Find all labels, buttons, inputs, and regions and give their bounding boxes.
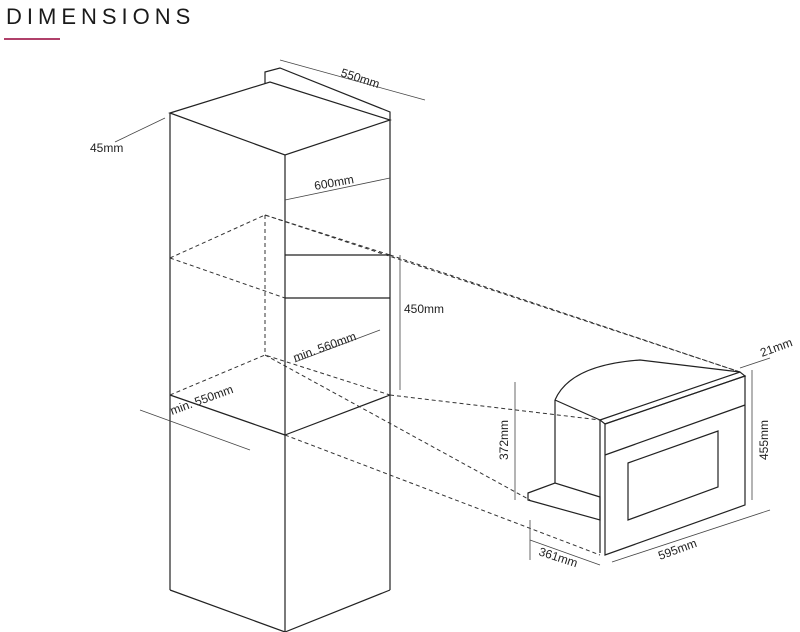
tall-cabinet (168, 67, 392, 632)
label-front-thickness: 21mm (758, 335, 794, 360)
oven-dimension-lines (514, 357, 771, 566)
label-oven-width: 595mm (656, 536, 698, 563)
oven (527, 359, 747, 556)
label-niche-width: min. 560mm (291, 329, 358, 365)
label-cabinet-width: 600mm (313, 172, 355, 193)
label-cabinet-depth: 550mm (339, 66, 381, 92)
label-niche-depth: min. 550mm (168, 382, 235, 418)
cabinet-dimension-lines (114, 59, 426, 451)
label-oven-height: 455mm (757, 420, 771, 460)
label-oven-body-depth: 361mm (537, 545, 579, 571)
niche-dashed-lines (169, 214, 741, 556)
page-title: DIMENSIONS (6, 4, 196, 29)
label-oven-body-height: 372mm (497, 420, 511, 460)
label-panel-thickness: 45mm (90, 141, 123, 155)
title-underline (4, 38, 60, 40)
label-niche-height: 450mm (404, 302, 444, 316)
